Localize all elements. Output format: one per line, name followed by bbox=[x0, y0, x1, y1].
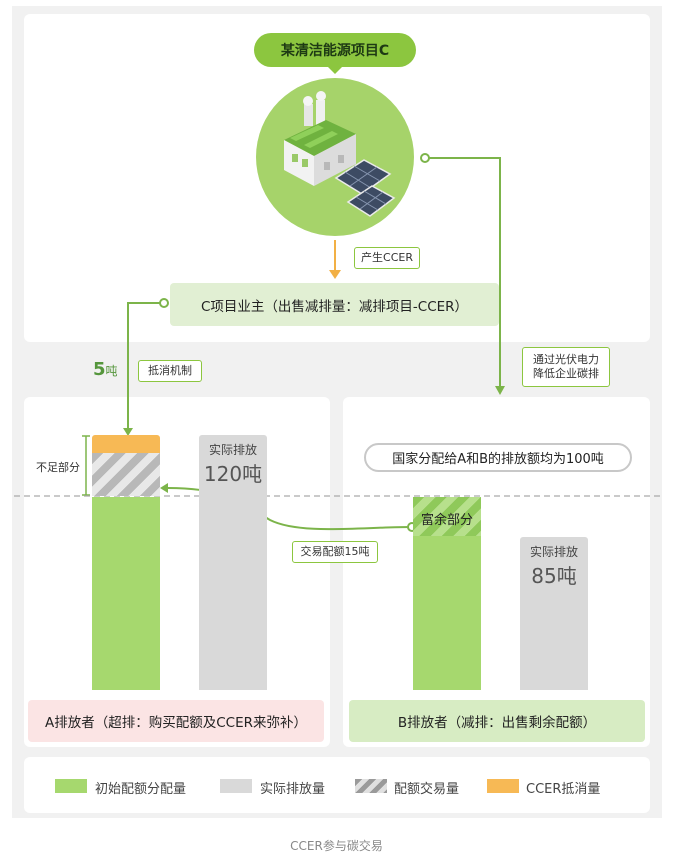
surplus-label: 富余部分 bbox=[420, 513, 473, 528]
national-allocation-text: 国家分配给A和B的排放额均为100吨 bbox=[392, 452, 604, 467]
emitter-b-text: B排放者（减排：出售剩余配额） bbox=[397, 715, 597, 731]
factory-solar-icon bbox=[284, 91, 396, 217]
offset-connector-dot bbox=[159, 298, 169, 308]
b-actual-value: 85吨 bbox=[531, 564, 577, 588]
legend-swatch-ccer bbox=[487, 779, 519, 793]
a-allocation-bar bbox=[92, 497, 160, 690]
legend-swatch-actual bbox=[220, 779, 252, 793]
pv-line1: 通过光伏电力 bbox=[533, 353, 599, 366]
b-actual-label: 实际排放 85吨 bbox=[520, 543, 588, 589]
legend-label-trade: 配额交易量 bbox=[394, 782, 460, 797]
project-title-text: 某清洁能源项目C bbox=[280, 43, 390, 59]
trade-tag: 交易配额15吨 bbox=[292, 541, 378, 563]
image-caption: CCER参与碳交易 bbox=[290, 839, 383, 853]
legend-label-ccer: CCER抵消量 bbox=[526, 782, 601, 797]
offset-amount-number: 5 bbox=[93, 359, 106, 380]
pv-connector bbox=[425, 157, 501, 388]
project-owner-text: C项目业主（出售减排量：减排项目-CCER） bbox=[200, 298, 469, 315]
legend-label-actual: 实际排放量 bbox=[260, 782, 326, 797]
offset-arrow-head bbox=[123, 428, 133, 436]
emitter-a-box: A排放者（超排：购买配额及CCER来弥补） bbox=[28, 700, 324, 742]
pv-connector-dot bbox=[420, 153, 430, 163]
produce-arrow-head bbox=[329, 270, 341, 279]
a-actual-label: 实际排放 120吨 bbox=[199, 441, 267, 487]
insufficient-label: 不足部分 bbox=[36, 461, 80, 474]
offset-amount: 5吨 bbox=[93, 359, 118, 380]
offset-connector bbox=[127, 302, 164, 432]
pv-arrow-head bbox=[495, 386, 505, 395]
traded-quota-bar bbox=[92, 453, 160, 496]
project-owner-box: C项目业主（出售减排量：减排项目-CCER） bbox=[170, 283, 499, 326]
surplus-bar bbox=[413, 497, 481, 536]
clean-energy-illustration bbox=[256, 78, 414, 236]
legend-panel bbox=[24, 757, 650, 813]
legend-swatch-allocation bbox=[55, 779, 87, 793]
legend-swatch-trade bbox=[355, 779, 387, 793]
emitter-b-box: B排放者（减排：出售剩余配额） bbox=[349, 700, 645, 742]
offset-amount-unit: 吨 bbox=[105, 364, 118, 378]
project-title: 某清洁能源项目C bbox=[254, 33, 416, 74]
b-actual-bar bbox=[520, 537, 588, 690]
legend-label-allocation: 初始配额分配量 bbox=[95, 782, 187, 797]
a-actual-bar bbox=[199, 435, 267, 690]
national-allocation-bubble: 国家分配给A和B的排放额均为100吨 bbox=[364, 443, 632, 472]
b-actual-label-text: 实际排放 bbox=[529, 545, 578, 559]
emitter-a-panel bbox=[24, 397, 330, 747]
pv-tag: 通过光伏电力 降低企业碳排 bbox=[522, 347, 610, 387]
offset-mechanism-text: 抵消机制 bbox=[148, 364, 192, 377]
a-actual-label-text: 实际排放 bbox=[208, 443, 257, 457]
produce-ccer-text: 产生CCER bbox=[361, 251, 413, 264]
trade-text: 交易配额15吨 bbox=[300, 545, 370, 558]
emitter-a-text: A排放者（超排：购买配额及CCER来弥补） bbox=[45, 715, 307, 731]
b-allocation-bar bbox=[413, 536, 481, 690]
trade-arrow-head bbox=[160, 483, 168, 493]
offset-mechanism-tag: 抵消机制 bbox=[138, 360, 202, 382]
produce-ccer-tag: 产生CCER bbox=[354, 247, 420, 269]
ccer-offset-bar bbox=[92, 435, 160, 453]
a-actual-value: 120吨 bbox=[203, 462, 263, 486]
pv-line2: 降低企业碳排 bbox=[533, 367, 599, 380]
